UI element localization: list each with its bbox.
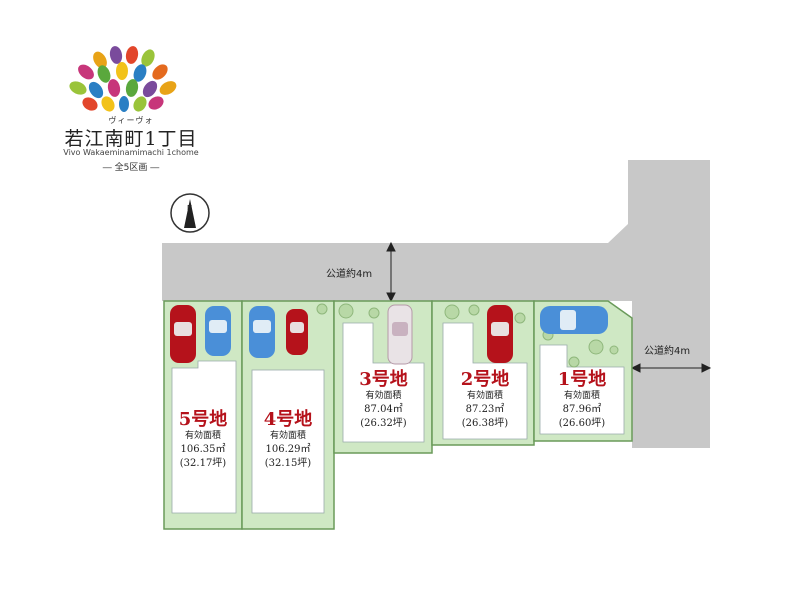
logo-ruby: ヴィーヴォ: [108, 116, 154, 125]
logo-title: 若江南町1丁目: [64, 128, 198, 150]
lot-1-label: 1号地 有効面積 87.96㎡ (26.60坪): [540, 370, 624, 431]
lot-1-parcel[interactable]: [533, 300, 633, 442]
lot-area-tsubo: (32.15坪): [264, 458, 312, 469]
lot-number: 1号地: [557, 369, 607, 390]
road-label-north: 公道約4m: [326, 269, 373, 280]
lot-2-label: 2号地 有効面積 87.23㎡ (26.38坪): [443, 370, 527, 431]
lot-area-m2: 87.23㎡: [465, 404, 505, 415]
logo-subtitle: Vivo Wakaeminamimachi 1chome: [63, 148, 199, 157]
lot-area-m2: 106.29㎡: [265, 444, 311, 455]
car-icon: [170, 304, 608, 365]
lot-3-parcel[interactable]: [333, 300, 433, 454]
lot-count: ― 全5区画 ―: [102, 163, 160, 173]
lot-number: 2号地: [460, 369, 510, 390]
lot-4-label: 4号地 有効面積 106.29㎡ (32.15坪): [252, 410, 324, 471]
north-compass-icon: [170, 193, 210, 233]
compass-label: N: [187, 204, 193, 212]
lot-2-parcel[interactable]: [431, 300, 535, 446]
logo-tree-icon: [69, 46, 177, 112]
lot-number: 5号地: [178, 409, 228, 430]
lot-5-label: 5号地 有効面積 106.35㎡ (32.17坪): [170, 410, 236, 471]
lot-area-label: 有効面積: [365, 391, 402, 401]
lot-number: 4号地: [263, 409, 313, 430]
public-road: [162, 160, 710, 448]
lot-area-m2: 106.35㎡: [180, 444, 226, 455]
lot-area-tsubo: (26.38坪): [461, 418, 509, 429]
road-label-east: 公道約4m: [644, 346, 691, 357]
lot-area-label: 有効面積: [269, 431, 306, 441]
lot-area-label: 有効面積: [184, 431, 221, 441]
lot-3-label: 3号地 有効面積 87.04㎡ (26.32坪): [343, 370, 424, 431]
lot-area-label: 有効面積: [466, 391, 503, 401]
lot-area-m2: 87.04㎡: [364, 404, 403, 415]
road-width-arrow-north: [386, 241, 396, 303]
lot-area-m2: 87.96㎡: [562, 404, 602, 415]
tree-icon: [316, 303, 619, 368]
lot-area-label: 有効面積: [563, 391, 600, 401]
road-width-arrow-east: [630, 363, 712, 373]
lot-area-tsubo: (26.32坪): [360, 418, 407, 429]
lot-area-tsubo: (26.60坪): [558, 418, 606, 429]
lot-number: 3号地: [359, 369, 408, 390]
lot-area-tsubo: (32.17坪): [179, 458, 227, 469]
